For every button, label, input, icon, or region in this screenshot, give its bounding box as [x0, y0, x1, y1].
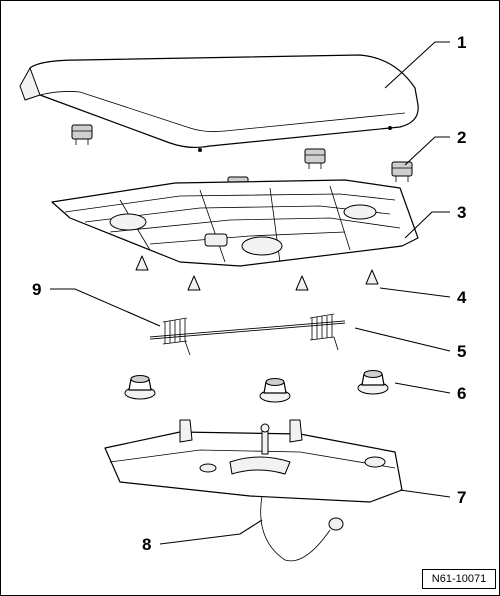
- nut-part: [124, 370, 389, 403]
- callout-6: 6: [457, 384, 466, 403]
- cable-part: [260, 495, 344, 562]
- callout-9: 9: [32, 280, 41, 299]
- plate-part: [51, 179, 419, 267]
- callout-3: 3: [457, 203, 466, 222]
- base-bracket-part: [104, 419, 403, 503]
- callout-4: 4: [457, 288, 467, 307]
- spring-rod-part: [149, 313, 346, 356]
- callout-8: 8: [142, 535, 151, 554]
- leader-lines: [50, 41, 451, 545]
- pin-part: [135, 255, 379, 291]
- callout-2: 2: [457, 128, 466, 147]
- reference-code-label: N61-10071: [422, 569, 496, 589]
- callout-1: 1: [457, 33, 466, 52]
- callout-5: 5: [457, 342, 466, 361]
- callout-7: 7: [457, 488, 466, 507]
- cover-part: [19, 54, 419, 152]
